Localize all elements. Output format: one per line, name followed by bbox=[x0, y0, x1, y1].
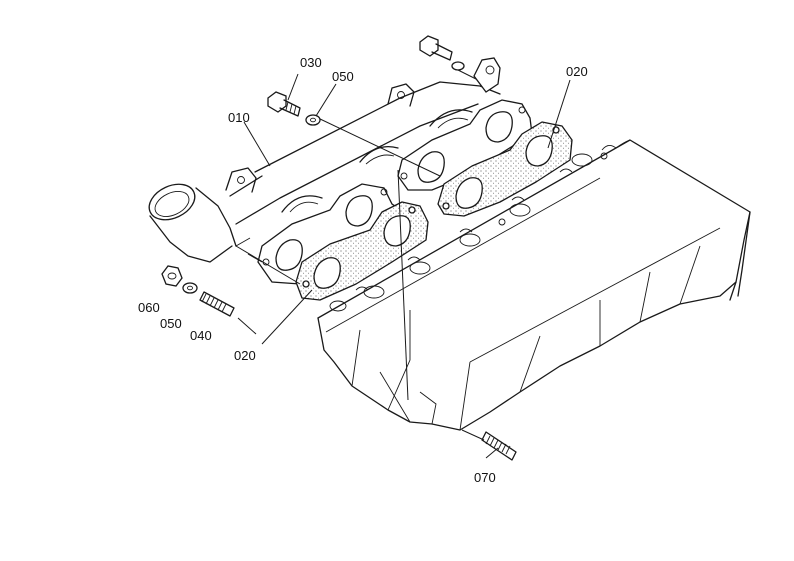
manifold-flange bbox=[257, 99, 533, 285]
washer-050-bottom bbox=[182, 282, 198, 294]
callout-020-bottom: 020 bbox=[234, 348, 256, 363]
callout-050-top: 050 bbox=[332, 69, 354, 84]
bolt-030 bbox=[267, 91, 301, 117]
gasket-rear bbox=[437, 121, 573, 217]
callout-010: 010 bbox=[228, 110, 250, 125]
callout-020-top: 020 bbox=[566, 64, 588, 79]
callout-070: 070 bbox=[474, 470, 496, 485]
stud-070 bbox=[461, 429, 517, 461]
exhaust-manifold bbox=[148, 81, 501, 263]
callout-060: 060 bbox=[138, 300, 160, 315]
callout-040: 040 bbox=[190, 328, 212, 343]
callout-050-bottom: 050 bbox=[160, 316, 182, 331]
stud-040 bbox=[199, 291, 235, 317]
cylinder-head bbox=[317, 139, 751, 431]
nut-060 bbox=[161, 265, 183, 287]
washer-050-top bbox=[305, 114, 321, 126]
gasket-front bbox=[295, 201, 429, 301]
bolt-top-right bbox=[419, 35, 501, 93]
callout-030: 030 bbox=[300, 55, 322, 70]
callout-leaders bbox=[243, 73, 571, 459]
